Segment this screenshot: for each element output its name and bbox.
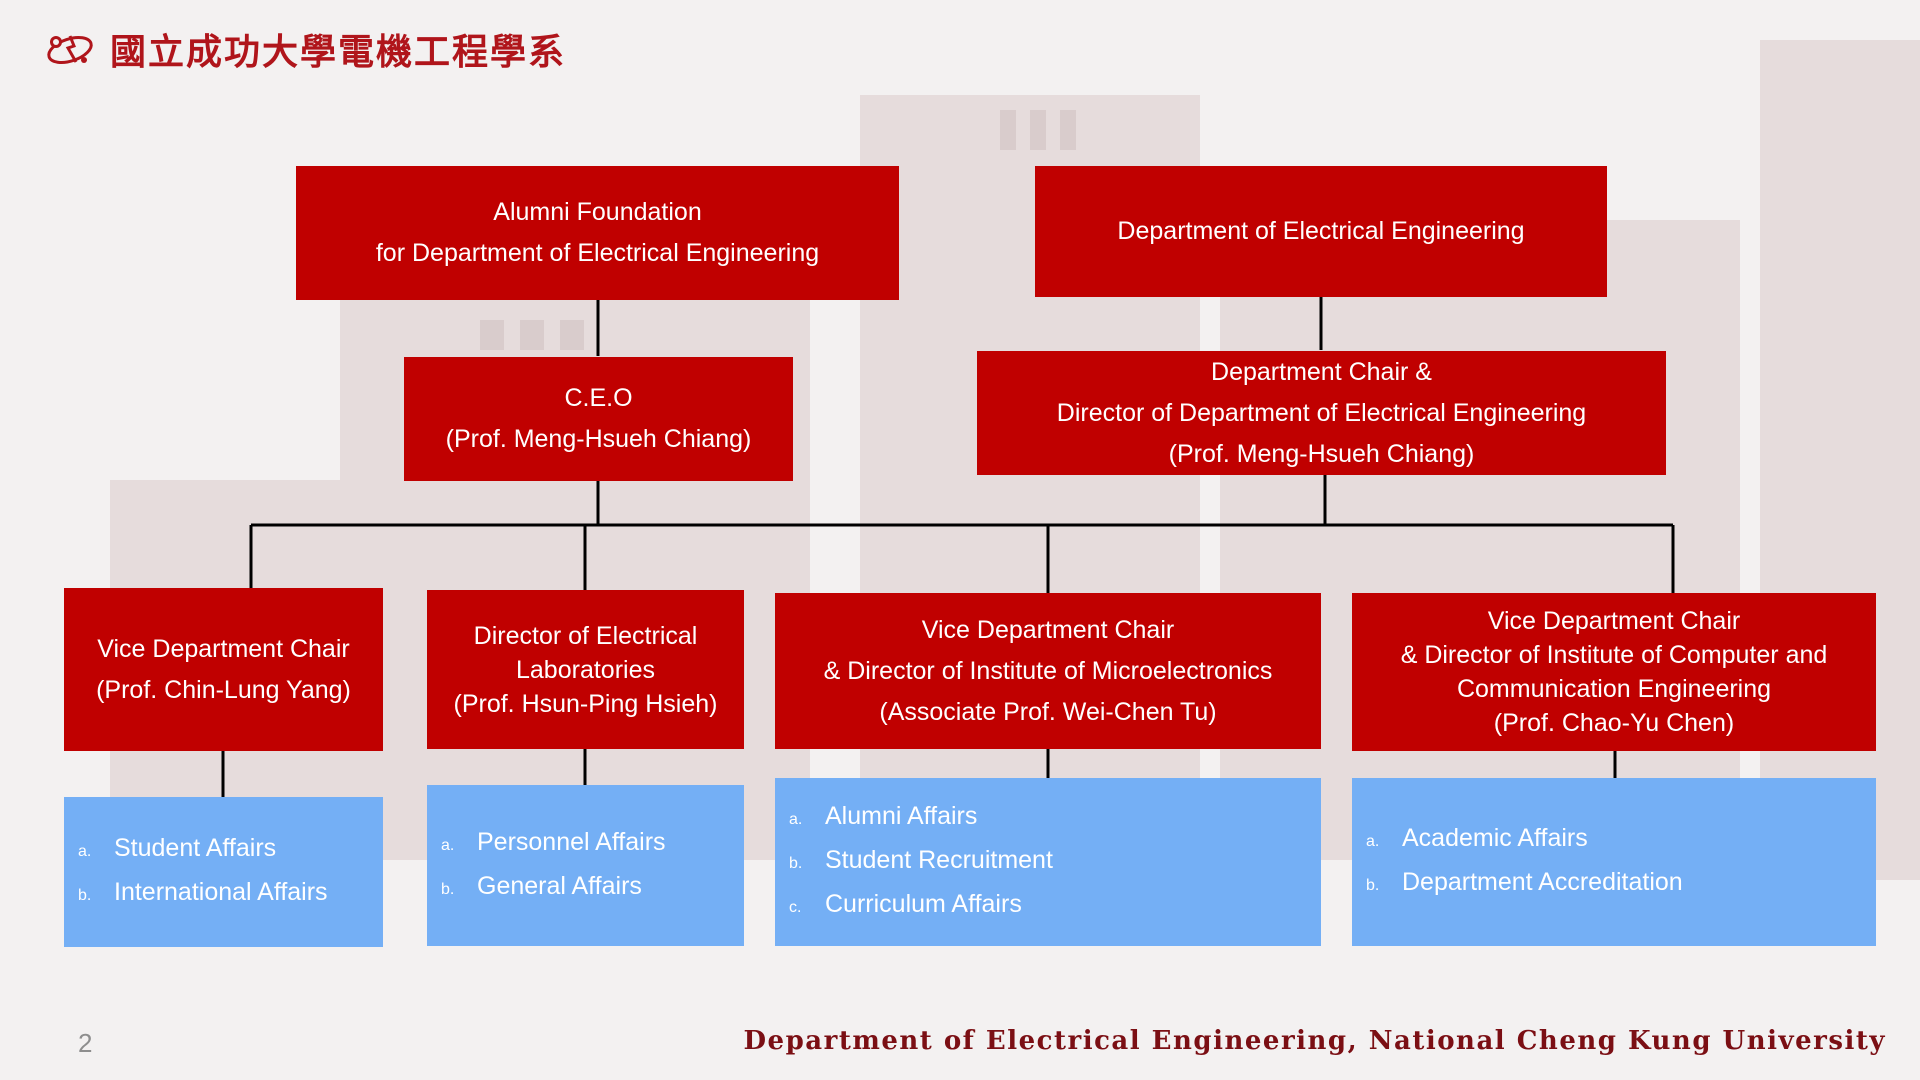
university-name: 國立成功大學電機工程學系 (110, 32, 567, 73)
vice-chair-2-name: (Associate Prof. Wei-Chen Tu) (879, 697, 1217, 726)
duty-label: General Affairs (477, 871, 642, 900)
department-title: Department of Electrical Engineering (1117, 217, 1525, 245)
page-number: 2 (78, 1028, 93, 1058)
labs-director-duties: a. Personnel Affairs b. General Affairs (427, 785, 744, 946)
footer-title: Department of Electrical Engineering, Na… (743, 1026, 1886, 1056)
list-marker: a. (1366, 833, 1380, 850)
vice-chair-2-duties: a. Alumni Affairs b. Student Recruitment… (775, 778, 1321, 946)
alumni-foundation-box: Alumni Foundation for Department of Elec… (296, 166, 899, 300)
chair-role: Director of Department of Electrical Eng… (1056, 398, 1587, 427)
ceo-box: C.E.O (Prof. Meng-Hsueh Chiang) (404, 357, 793, 481)
duty-label: Curriculum Affairs (825, 890, 1022, 918)
vice-chair-3-box: Vice Department Chair & Director of Inst… (1352, 593, 1876, 751)
labs-director-box: Director of Electrical Laboratories (Pro… (427, 590, 744, 749)
department-chair-box: Department Chair & Director of Departmen… (977, 351, 1666, 475)
duty-label: Student Recruitment (825, 846, 1053, 874)
list-item: b. Department Accreditation (1366, 862, 1862, 906)
vice-chair-3-role-line2: Communication Engineering (1456, 675, 1772, 703)
list-marker: b. (1366, 877, 1380, 894)
list-marker: a. (789, 811, 803, 828)
chair-name: (Prof. Meng-Hsueh Chiang) (1168, 439, 1475, 468)
vice-chair-2-role: & Director of Institute of Microelectron… (823, 656, 1273, 685)
vice-chair-1-title: Vice Department Chair (97, 634, 350, 663)
duty-label: Academic Affairs (1402, 824, 1588, 852)
list-item: a. Personnel Affairs (441, 822, 730, 866)
list-item: a. Academic Affairs (1366, 818, 1862, 862)
department-box: Department of Electrical Engineering (1035, 166, 1607, 297)
header: 國立成功大學電機工程學系 (44, 24, 566, 74)
vice-chair-3-role-line1: & Director of Institute of Computer and (1400, 641, 1828, 669)
list-marker: a. (441, 836, 455, 854)
list-marker: c. (789, 899, 802, 916)
list-item: b. Student Recruitment (789, 840, 1307, 884)
department-logo-icon (47, 35, 93, 64)
ceo-name: (Prof. Meng-Hsueh Chiang) (445, 425, 752, 453)
list-marker: a. (78, 843, 92, 860)
vice-chair-2-title: Vice Department Chair (921, 615, 1175, 644)
vice-chair-3-duties: a. Academic Affairs b. Department Accred… (1352, 778, 1876, 946)
vice-chair-3-name: (Prof. Chao-Yu Chen) (1493, 709, 1735, 737)
chair-title: Department Chair & (1211, 357, 1432, 386)
list-marker: b. (789, 855, 803, 872)
duty-label: Personnel Affairs (477, 827, 666, 856)
vice-chair-2-box: Vice Department Chair & Director of Inst… (775, 593, 1321, 749)
alumni-foundation-title: Alumni Foundation (493, 198, 702, 226)
vice-chair-3-title: Vice Department Chair (1487, 607, 1741, 635)
vice-chair-1-box: Vice Department Chair (Prof. Chin-Lung Y… (64, 588, 383, 751)
labs-director-name: (Prof. Hsun-Ping Hsieh) (453, 689, 718, 718)
labs-director-title-line2: Laboratories (516, 655, 655, 684)
list-item: a. Alumni Affairs (789, 796, 1307, 840)
vice-chair-1-name: (Prof. Chin-Lung Yang) (96, 675, 351, 704)
list-item: a. Student Affairs (78, 828, 369, 872)
ceo-title: C.E.O (564, 384, 633, 412)
labs-director-title-line1: Director of Electrical (473, 621, 698, 650)
duty-label: Student Affairs (114, 834, 277, 862)
list-marker: b. (78, 887, 92, 904)
duty-label: Alumni Affairs (825, 802, 978, 830)
vice-chair-1-duties: a. Student Affairs b. International Affa… (64, 797, 383, 947)
list-item: b. International Affairs (78, 872, 369, 916)
duty-label: International Affairs (114, 878, 328, 906)
list-item: c. Curriculum Affairs (789, 884, 1307, 928)
list-item: b. General Affairs (441, 866, 730, 910)
duty-label: Department Accreditation (1402, 868, 1683, 896)
alumni-foundation-subtitle: for Department of Electrical Engineering (375, 239, 820, 267)
list-marker: b. (441, 880, 455, 898)
